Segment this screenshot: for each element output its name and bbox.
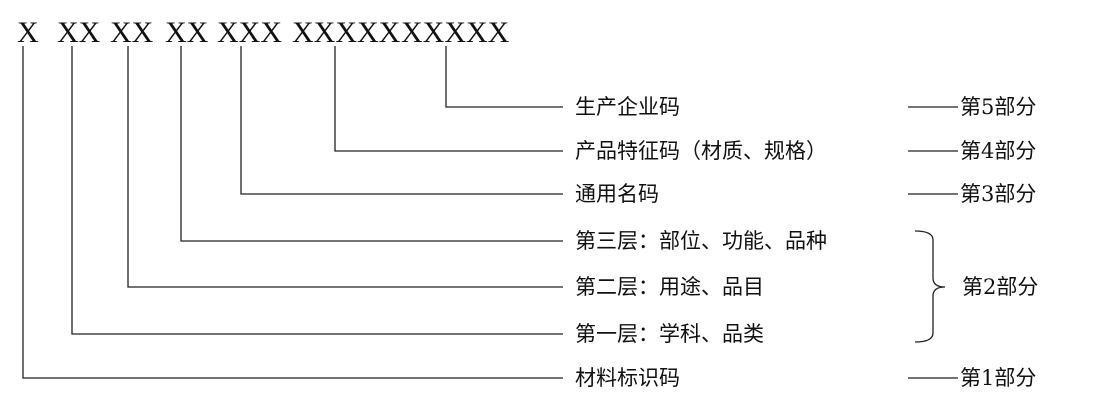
connector-layer2	[127, 46, 563, 288]
label-feature-code: 产品特征码（材质、规格）	[575, 139, 827, 163]
part2-brace	[914, 230, 946, 343]
part-labels: 第5部分 第4部分 第3部分 第2部分 第1部分	[908, 95, 1038, 390]
label-generic-code: 通用名码	[575, 182, 659, 206]
part5-label: 第5部分	[960, 95, 1036, 119]
connector-generic	[240, 46, 563, 195]
label-layer2: 第二层：用途、品目	[575, 275, 764, 299]
component-labels: 生产企业码 产品特征码（材质、规格） 通用名码 第三层：部位、功能、品种 第二层…	[575, 95, 827, 390]
code-segment-2: XX	[57, 16, 101, 49]
code-segments: X XX XX XX XXX XXXXX XXXXX	[17, 16, 510, 49]
part1-label: 第1部分	[960, 366, 1036, 390]
label-producer-code: 生产企业码	[575, 95, 680, 119]
code-segment-5: XXX	[217, 16, 282, 49]
connector-producer	[445, 46, 563, 108]
label-layer1: 第一层：学科、品类	[575, 322, 764, 346]
code-segment-6: XXXXX	[292, 16, 401, 49]
label-layer3: 第三层：部位、功能、品种	[575, 229, 827, 253]
code-segment-1: X	[17, 16, 39, 49]
label-material-code: 材料标识码	[575, 366, 680, 390]
code-segment-3: XX	[110, 16, 154, 49]
part4-label: 第4部分	[960, 139, 1036, 163]
part2-label: 第2部分	[962, 275, 1038, 299]
connector-layer3	[180, 46, 563, 242]
connector-material	[22, 46, 563, 379]
code-segment-7: XXXXX	[401, 16, 510, 49]
connector-feature	[334, 46, 563, 152]
part3-label: 第3部分	[960, 182, 1036, 206]
code-segment-4: XX	[165, 16, 209, 49]
connector-layer1	[71, 46, 563, 335]
connector-lines	[22, 46, 563, 379]
